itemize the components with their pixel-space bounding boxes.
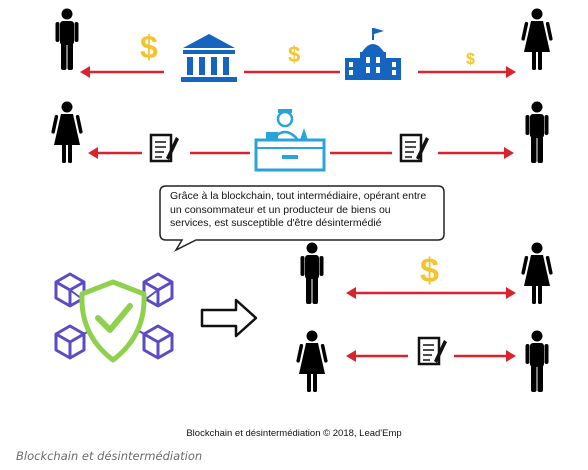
dollar-icon: $ [420, 252, 439, 290]
dollar-icon: $ [466, 51, 475, 68]
figure-caption: Blockchain et désintermédiation [16, 449, 203, 463]
arrowhead-left-row2 [88, 147, 98, 159]
image-credit: Blockchain et désintermédiation © 2018, … [186, 428, 402, 439]
arrowhead-right-row1 [506, 66, 516, 78]
bank-icon [181, 34, 237, 82]
bubble-text: Grâce à la blockchain, tout intermédiair… [170, 190, 427, 229]
block-cube-icon [142, 324, 174, 360]
arrowhead-right-row2 [504, 147, 514, 159]
arrowhead-left-row3 [346, 287, 356, 299]
person-consumer-row4 [296, 330, 328, 392]
dollar-icon: $ [288, 42, 300, 67]
arrowhead-right-row3 [506, 287, 516, 299]
block-cube-icon [142, 272, 174, 308]
person-producer-row4 [525, 330, 549, 392]
checkmark-icon [95, 303, 133, 333]
person-producer-row3 [521, 242, 553, 304]
contract-icon [149, 133, 181, 163]
person-consumer-row3 [300, 242, 324, 304]
person-producer-row1 [521, 8, 553, 70]
arrowhead-right-row4 [506, 350, 516, 362]
contract-icon [417, 336, 449, 366]
person-producer-row2 [525, 101, 549, 163]
block-cube-icon [54, 324, 86, 360]
shield-icon [79, 279, 147, 363]
person-consumer-row1 [55, 8, 79, 70]
speech-bubble [159, 185, 445, 252]
notary-desk-icon [254, 109, 326, 172]
dollar-icon: $ [140, 29, 158, 65]
arrowhead-left-row1 [80, 66, 90, 78]
transition-arrow-icon [200, 298, 258, 338]
arrowhead-left-row4 [346, 350, 356, 362]
contract-icon [399, 133, 431, 163]
person-consumer-row2 [51, 101, 83, 163]
government-building-icon [345, 28, 401, 80]
blockchain-network [54, 272, 174, 363]
